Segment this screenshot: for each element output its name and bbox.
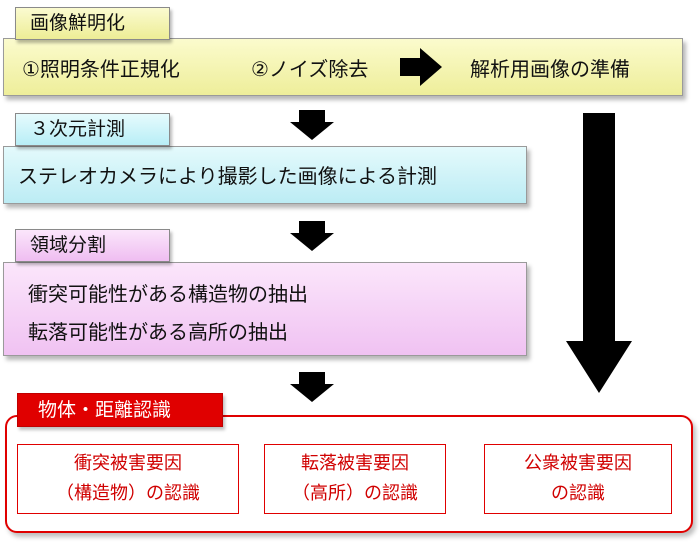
factor-box-fall: 転落被害要因 （高所）の認識 [264, 444, 446, 514]
stage2-panel: ステレオカメラにより撮影した画像による計測 [3, 146, 527, 204]
factor-collision-line2: （構造物）の認識 [56, 483, 200, 504]
factor-public-line2: の認識 [551, 483, 605, 504]
factor-box-collision: 衝突被害要因 （構造物）の認識 [17, 444, 239, 514]
factor-collision-line1: 衝突被害要因 [74, 453, 182, 474]
right-arrow-icon [400, 48, 442, 86]
long-down-arrow-icon [566, 113, 632, 393]
down-arrow-icon [290, 110, 334, 140]
stage3-panel: 衝突可能性がある構造物の抽出 転落可能性がある高所の抽出 [3, 262, 527, 356]
factor-box-public: 公衆被害要因 の認識 [484, 444, 672, 514]
factor-fall-line2: （高所）の認識 [292, 483, 418, 504]
stage3-line1: 衝突可能性がある構造物の抽出 [28, 282, 308, 306]
stage1-result: 解析用画像の準備 [470, 57, 630, 81]
stage1-step2: ②ノイズ除去 [251, 57, 369, 81]
stage2-text: ステレオカメラにより撮影した画像による計測 [18, 164, 437, 188]
factor-fall-line1: 転落被害要因 [301, 453, 409, 474]
stage1-title: 画像鮮明化 [15, 7, 170, 40]
stage1-panel: ①照明条件正規化 ②ノイズ除去 解析用画像の準備 [3, 38, 683, 96]
stage4-panel: 衝突被害要因 （構造物）の認識 転落被害要因 （高所）の認識 公衆被害要因 の認… [5, 415, 693, 533]
down-arrow-icon [290, 372, 334, 402]
stage4-title: 物体・距離認識 [17, 393, 223, 427]
stage2-title: ３次元計測 [15, 113, 170, 146]
down-arrow-icon [290, 221, 334, 251]
stage3-title: 領域分割 [15, 229, 170, 262]
stage1-step1: ①照明条件正規化 [22, 57, 180, 81]
stage3-line2: 転落可能性がある高所の抽出 [28, 320, 288, 344]
factor-public-line1: 公衆被害要因 [524, 453, 632, 474]
